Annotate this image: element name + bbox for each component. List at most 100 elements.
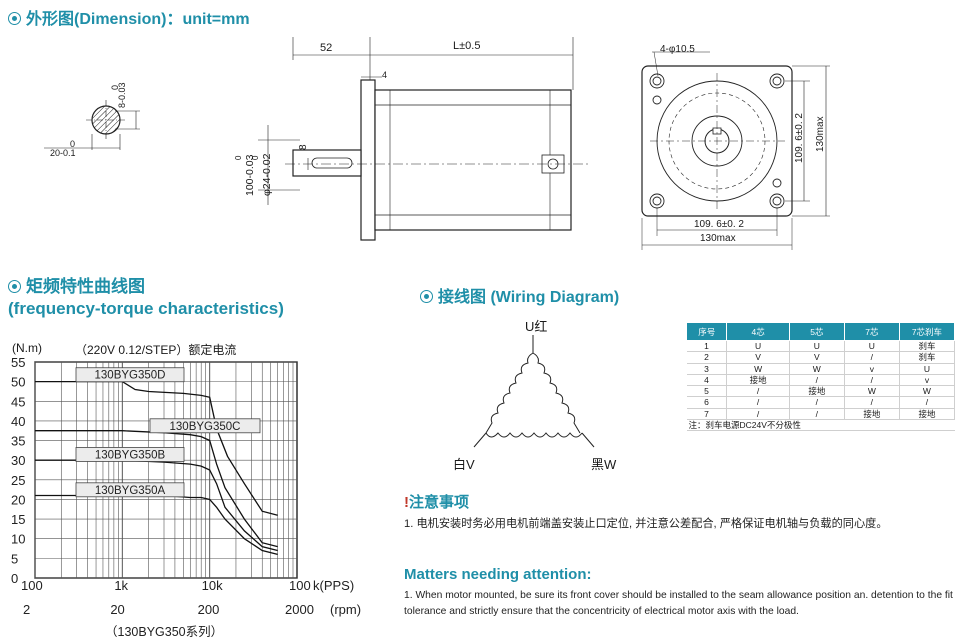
- y-tick-label: 35: [11, 434, 25, 449]
- x-axis-unit-pps: k(PPS): [313, 578, 354, 593]
- table-cell: /: [844, 396, 900, 409]
- notes-text-cn: 1. 电机安装时务必用电机前端盖安装止口定位, 并注意公差配合, 严格保证电机轴…: [404, 518, 888, 530]
- y-tick-label: 25: [11, 473, 25, 488]
- x-tick-label: 100: [289, 578, 311, 593]
- series-line-130byg350d: [35, 380, 278, 516]
- shaft-key-dim: 0 20-0.1: [50, 139, 76, 158]
- dim-100-sup: 0: [234, 155, 243, 160]
- table-row: 7//接地接地: [686, 408, 956, 421]
- table-cell: 接地: [726, 374, 790, 387]
- y-tick-label: 30: [11, 453, 25, 468]
- table-cell: 刹车: [899, 340, 956, 353]
- dim-max-h: 130max: [700, 233, 736, 244]
- y-tick-label: 0: [11, 571, 18, 586]
- table-cell: 1: [686, 340, 728, 353]
- series-label-box: [149, 418, 261, 434]
- y-tick-label: 45: [11, 394, 25, 409]
- wiring-label-w: 黑W: [591, 457, 617, 472]
- table-cell: V: [726, 351, 790, 364]
- chart-frame: [34, 361, 298, 579]
- dim-pitch-v: 109. 6±0. 2: [794, 113, 805, 163]
- motor-side-view: [258, 37, 590, 241]
- dim-52: 52: [320, 42, 333, 54]
- series-label: 130BYG350A: [95, 485, 166, 497]
- torque-condition: （220V 0.12/STEP）额定电流: [75, 343, 237, 357]
- dim-4: 4: [382, 70, 388, 80]
- wiring-label-v: 白V: [453, 457, 475, 472]
- shaft-section-drawing: [44, 100, 140, 150]
- y-tick-label: 40: [11, 414, 25, 429]
- table-cell: 刹车: [899, 351, 956, 364]
- dim-length: L±0.5: [453, 40, 481, 52]
- col-header: 7芯刹车: [898, 322, 956, 341]
- shaft-h-dim: 8-0.03 0: [110, 82, 127, 108]
- y-tick-label: 5: [11, 551, 18, 566]
- torque-unit: (N.m): [12, 341, 42, 355]
- table-cell: /: [726, 396, 790, 409]
- series-label-box: [75, 447, 185, 462]
- warning-mark-icon: !: [404, 494, 409, 511]
- col-header: 序号: [685, 322, 728, 341]
- table-cell: W: [899, 385, 956, 398]
- circle-bullet-icon: [420, 290, 433, 303]
- table-cell: U: [726, 340, 790, 353]
- table-cell: /: [789, 408, 845, 421]
- wiring-title: 接线图 (Wiring Diagram): [420, 283, 619, 307]
- table-cell: /: [899, 396, 956, 409]
- rpm-tick-label: 2000: [285, 602, 314, 617]
- x-tick-label: 10k: [202, 578, 223, 593]
- table-cell: 2: [686, 351, 728, 364]
- table-cell: /: [844, 374, 900, 387]
- table-cell: U: [789, 340, 845, 353]
- table-cell: W: [789, 363, 845, 375]
- notes-title: !注意事项: [404, 494, 470, 511]
- table-row: 6////: [686, 396, 956, 409]
- notes-text-en: 1. When motor mounted, be sure its front…: [404, 590, 953, 617]
- table-cell: W: [726, 363, 790, 375]
- x-tick-label: 100: [21, 578, 43, 593]
- table-cell: /: [789, 374, 845, 387]
- table-cell: U: [844, 340, 900, 353]
- dim-24: φ24-0.02: [261, 153, 273, 196]
- table-note-row: 注：刹车电源DC24V不分极性: [686, 419, 955, 432]
- series-caption: （130BYG350系列）: [105, 625, 223, 638]
- series-label: 130BYG350C: [170, 421, 241, 433]
- torque-title: 矩频特性曲线图 (frequency-torque characteristic…: [8, 277, 284, 318]
- dim-24-sup: 0: [251, 155, 260, 160]
- x-axis-unit-rpm: (rpm): [330, 602, 361, 617]
- table-cell: v: [899, 374, 956, 387]
- rpm-tick-label: 200: [198, 602, 220, 617]
- series-label-box: [75, 482, 185, 498]
- table-cell: 4: [686, 374, 728, 387]
- y-tick-label: 10: [11, 532, 25, 547]
- dimension-title: 外形图(Dimension)：unit=mm: [8, 5, 250, 29]
- dim-pitch-h: 109. 6±0. 2: [694, 219, 744, 230]
- x-tick-label: 1k: [114, 578, 128, 593]
- table-cell: /: [844, 351, 900, 364]
- dim-holes: 4-φ10.5: [660, 44, 695, 55]
- table-cell: U: [899, 363, 956, 375]
- dim-8: 8: [298, 144, 309, 150]
- circle-bullet-icon: [8, 280, 21, 293]
- table-cell: 接地: [844, 408, 900, 421]
- motor-front-view: [641, 51, 830, 250]
- circle-bullet-icon: [8, 12, 21, 25]
- table-cell: 接地: [789, 385, 845, 398]
- table-cell: 5: [686, 385, 728, 398]
- table-cell: 6: [686, 396, 728, 409]
- wiring-triangle-diagram: [473, 335, 595, 448]
- table-cell: 3: [686, 363, 728, 375]
- series-label: 130BYG350B: [95, 449, 166, 461]
- dim-max-v: 130max: [815, 116, 826, 152]
- col-header: 5芯: [788, 322, 845, 341]
- notes-title-en: Matters needing attention:: [404, 566, 592, 583]
- rpm-tick-label: 20: [110, 602, 124, 617]
- y-tick-label: 20: [11, 492, 25, 507]
- table-cell: /: [789, 396, 845, 409]
